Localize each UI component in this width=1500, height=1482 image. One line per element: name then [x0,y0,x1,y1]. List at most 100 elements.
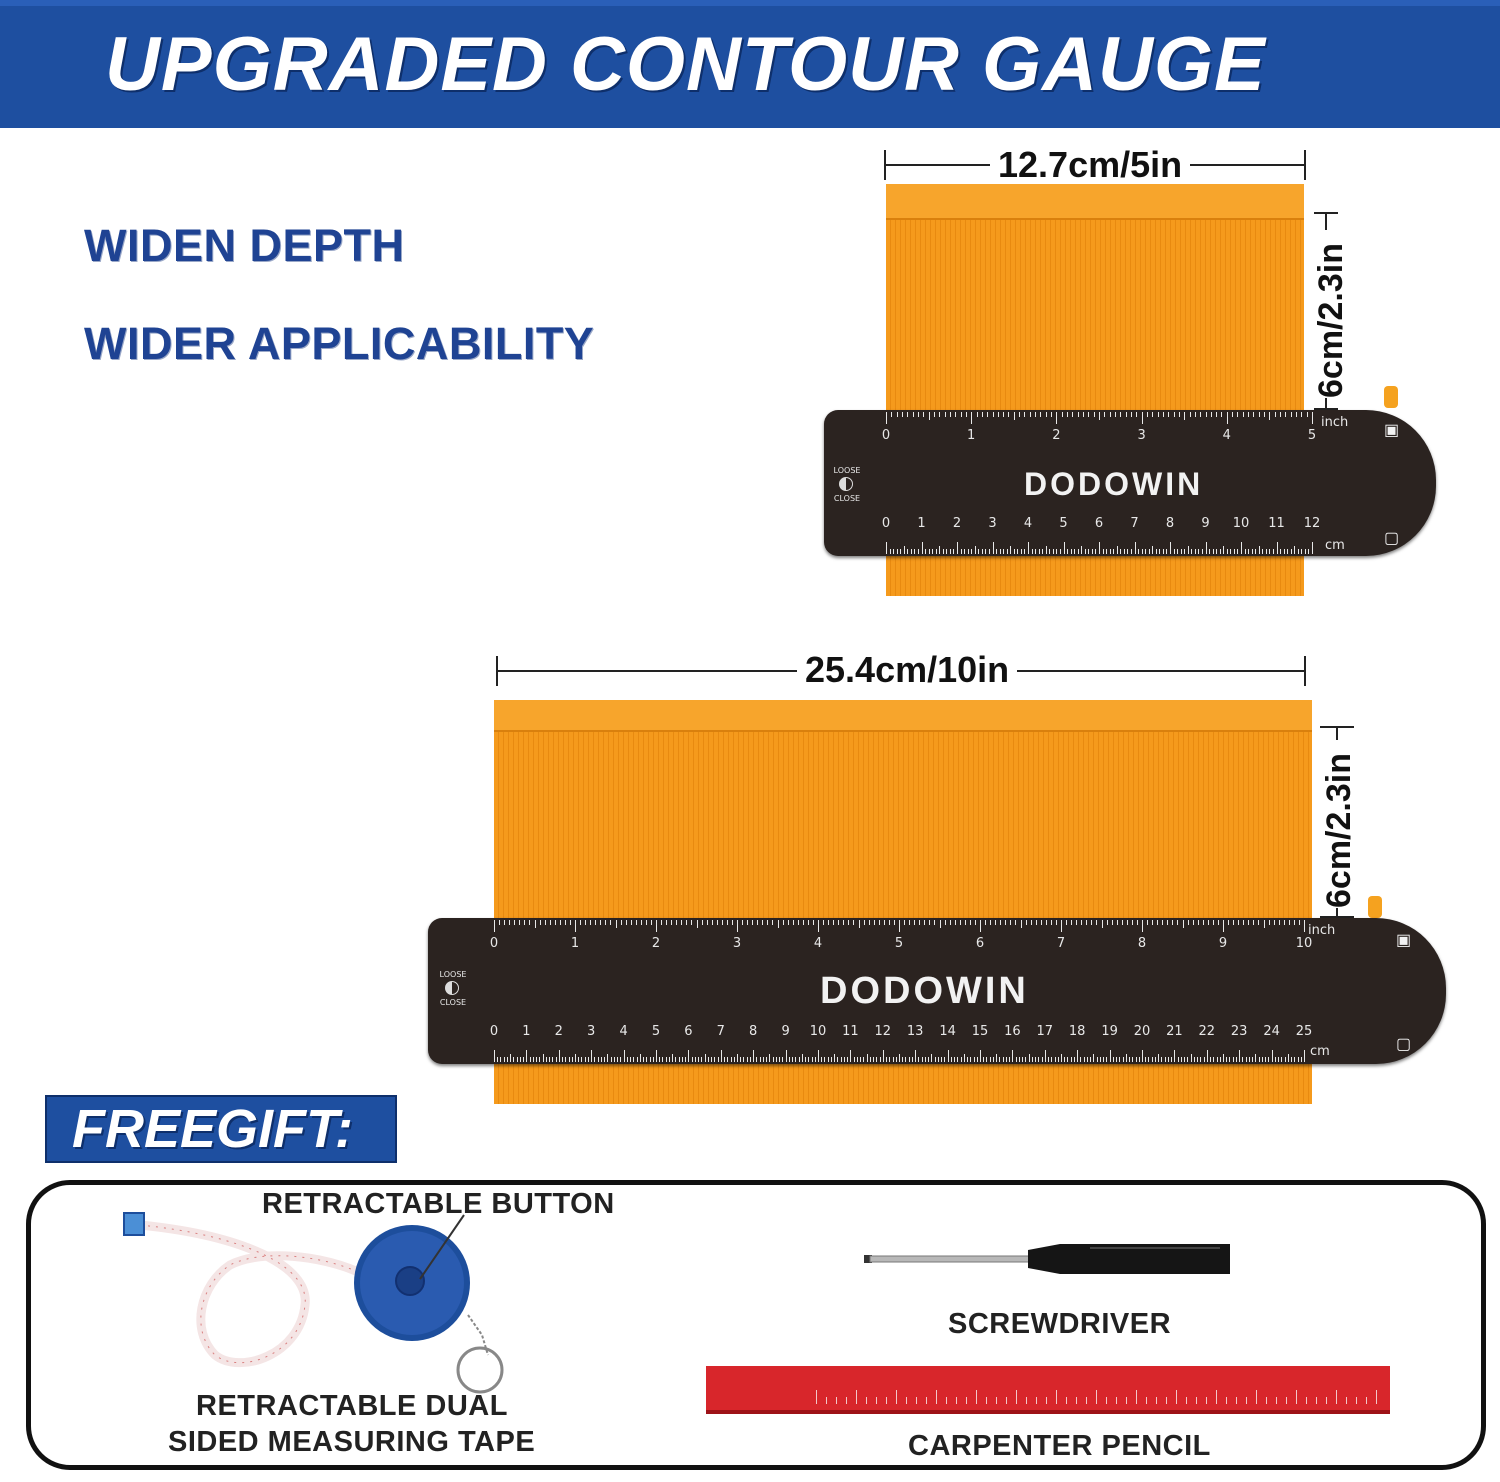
scale-tick [909,920,911,925]
lock-knob[interactable] [1384,386,1398,408]
scale-tick [1288,920,1290,925]
scale-tick [772,920,774,925]
pencil-tick [936,1390,937,1404]
lock-dial-icon[interactable] [839,477,853,491]
scale-tick [1070,1057,1072,1062]
scale-tick [559,920,561,925]
scale-tick [1109,549,1111,554]
scale-tick [1119,1057,1121,1062]
scale-tick [1093,1054,1095,1062]
scale-tick [737,920,738,932]
pencil-tick [986,1397,987,1404]
scale-tick [1177,920,1179,925]
scale-tick [1063,542,1065,554]
scale-number: 17 [1036,1024,1054,1039]
scale-tick [837,1057,839,1062]
scale-tick [762,920,764,925]
scale-tick [955,412,957,417]
scale-tick [1030,920,1032,925]
scale-tick [1123,549,1125,554]
scale-tick [575,1054,576,1062]
scale-tick [917,549,919,554]
scale-tick [1103,1057,1105,1062]
scale-tick [1217,920,1219,925]
scale-tick [960,412,962,417]
scale-tick [896,549,898,554]
scale-tick [1051,1057,1053,1062]
scale-tick [730,1057,732,1062]
scale-number: 1 [522,1024,531,1039]
scale-tick [907,412,909,417]
scale-tick [1228,920,1230,925]
scale-tick [992,542,994,554]
scale-tick [1213,1057,1215,1062]
scale-tick [792,1057,794,1062]
lock-knob[interactable] [1368,896,1382,918]
scale-tick [996,1054,998,1062]
lock-dial-icon[interactable] [445,981,459,995]
scale-tick [752,920,754,925]
scale-tick [1216,412,1218,417]
scale-tick [1197,920,1199,925]
scale-tick [1261,1057,1263,1062]
scale-tick [893,920,895,925]
scale-tick [1093,412,1095,417]
scale-tick [1170,542,1171,554]
scale-tick [967,1057,969,1062]
scale-tick [707,1057,709,1062]
cm-unit: cm [1310,1044,1330,1059]
scale-tick [1074,549,1076,554]
scale-tick [1044,1050,1046,1062]
scale-tick [957,542,958,554]
scale-tick [1182,920,1184,928]
scale-tick [581,1057,583,1062]
scale-tick [914,549,916,554]
scale-tick [1064,1057,1066,1062]
scale-tick [721,920,723,925]
scale-tick [995,920,997,925]
scale-tick [727,1057,729,1062]
scale-tick [757,920,759,925]
scale-tick [696,920,698,928]
scale-tick [1126,920,1128,925]
scale-tick [1135,1057,1137,1062]
scale-number: 8 [1137,936,1147,951]
scale-tick [1201,549,1203,554]
pencil-tick [996,1397,997,1404]
pencil-tick [1106,1397,1107,1404]
scale-number: 0 [881,516,891,531]
scale-number: 4 [813,936,823,951]
scale-tick [500,1057,502,1062]
scale-tick [1102,549,1104,554]
scale-tick [1245,1057,1247,1062]
scale-number: 2 [1052,428,1061,443]
scale-tick [1248,1057,1250,1062]
pencil-tick [1226,1397,1227,1404]
unlock-icon: ▢ [1396,1036,1412,1053]
scale-tick [788,1057,790,1062]
scale-tick [1193,1057,1195,1062]
scale-tick [1297,1057,1299,1062]
lock-icon: ▣ [1396,932,1412,949]
retractable-button-label: RETRACTABLE BUTTON [262,1188,615,1220]
scale-tick [1194,549,1196,554]
scale-tick [1130,412,1132,417]
scale-tick [1162,920,1164,925]
scale-tick [1076,920,1078,925]
scale-tick [1070,549,1072,554]
scale-tick [1207,920,1209,925]
scale-tick [726,920,728,925]
scale-tick [749,1057,751,1062]
scale-tick [853,1057,855,1062]
pencil-tick [816,1390,817,1404]
scale-tick [1038,1057,1040,1062]
scale-tick [1054,1057,1056,1062]
scale-tick [1048,1057,1050,1062]
scale-tick [1187,1057,1189,1062]
scale-tick [779,1057,781,1062]
scale-number: 1 [570,936,580,951]
pencil-tick [1136,1390,1137,1404]
scale-tick [847,1057,849,1062]
scale-tick [923,412,925,417]
scale-tick [953,549,955,554]
